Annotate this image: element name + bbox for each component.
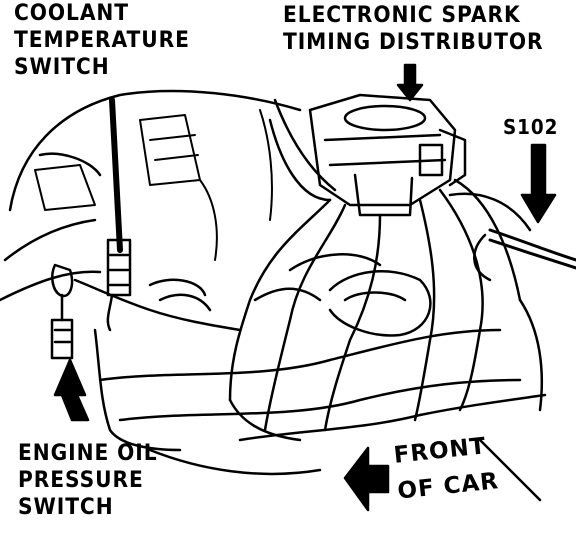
coolant-temperature-switch (106, 238, 132, 332)
oil-pressure-switch (50, 263, 242, 360)
s102-label: S102 (503, 115, 559, 139)
front-arrow-icon (343, 446, 390, 512)
valve-cover (34, 109, 273, 261)
electronic-spark-timing-distributor-label: ELECTRONIC SPARK TIMING DISTRIBUTOR (283, 3, 544, 55)
coolant-temperature-switch-label: COOLANT TEMPERATURE SWITCH (14, 1, 190, 80)
spark-plug-wires (228, 98, 532, 442)
engine-oil-pressure-switch-label: ENGINE OIL PRESSURE SWITCH (18, 441, 158, 520)
s102-arrow-icon (520, 143, 557, 224)
spark-arrow-icon (396, 63, 424, 102)
coolant-leader-line (109, 97, 123, 253)
engine-block (0, 89, 547, 502)
callout-arrows (53, 63, 557, 512)
oil-arrow-icon (53, 358, 90, 422)
wiring-harness (473, 228, 576, 282)
front-of-car-label: FRONT OF CAR (392, 433, 501, 505)
distributor (308, 93, 467, 217)
